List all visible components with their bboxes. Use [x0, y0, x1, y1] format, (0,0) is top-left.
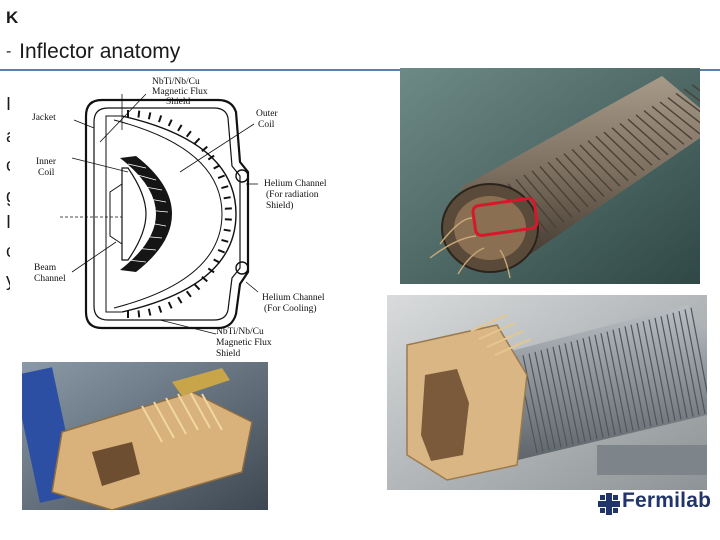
hidden-text-letter: I: [6, 94, 12, 114]
corner-label: K: [6, 8, 19, 27]
inflector-prototype-photo: [387, 295, 707, 490]
label-outer-coil: Outer: [256, 109, 278, 119]
fermilab-logo-icon: [598, 493, 620, 515]
label-inner-coil: Coil: [38, 168, 55, 178]
fermilab-logo-text: Fermilab: [622, 489, 712, 512]
label-flux-shield-top: Shield: [166, 97, 191, 107]
label-flux-shield-bottom: NbTi/Nb/Cu: [216, 327, 264, 337]
label-inner-coil: Inner: [36, 157, 57, 167]
inflector-cross-section-diagram: NbTi/Nb/Cu Magnetic Flux Shield Jacket O…: [10, 72, 390, 362]
title-bullet: -: [6, 43, 12, 60]
slide-title-text: Inflector anatomy: [19, 40, 181, 63]
label-flux-shield-bottom: Magnetic Flux: [216, 338, 272, 348]
label-beam-channel: Channel: [34, 274, 66, 284]
label-outer-coil: Coil: [258, 120, 275, 130]
slide-title: - Inflector anatomy: [6, 40, 180, 64]
label-flux-shield-top: Magnetic Flux: [152, 87, 208, 97]
label-helium-radiation: Helium Channel: [264, 179, 327, 189]
label-helium-radiation: Shield): [266, 200, 293, 211]
label-beam-channel: Beam: [34, 263, 57, 273]
hidden-text-letter: I: [6, 212, 12, 232]
label-flux-shield-bottom: Shield: [216, 349, 241, 359]
inflector-clamped-photo: [22, 362, 268, 510]
title-divider: [0, 69, 720, 71]
label-jacket: Jacket: [32, 113, 56, 123]
label-helium-cooling: (For Cooling): [264, 303, 317, 314]
coil-cable-bundle-photo: [400, 68, 700, 284]
label-helium-cooling: Helium Channel: [262, 293, 325, 303]
label-helium-radiation: (For radiation: [266, 189, 319, 200]
label-flux-shield-top: NbTi/Nb/Cu: [152, 77, 200, 87]
